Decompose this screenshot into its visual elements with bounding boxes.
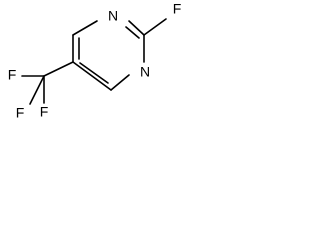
bond-n1-c2 bbox=[128, 20, 145, 36]
atom-n3-label: N bbox=[140, 64, 150, 80]
atom-f-ring-label: F bbox=[173, 1, 182, 17]
bond-c2-f bbox=[143, 18, 167, 36]
atom-f-cf3-bottom-label: F bbox=[16, 105, 25, 121]
bond-n3-c4 bbox=[110, 74, 130, 91]
bond-c4-c5 bbox=[72, 61, 112, 91]
molecule-structure: N N F F F F bbox=[8, 1, 182, 121]
atom-f-cf3-left-label: F bbox=[8, 67, 17, 83]
bond-cf3-f-bottom bbox=[29, 75, 45, 105]
atom-n1-label: N bbox=[108, 8, 118, 24]
atom-f-cf3-mid-label: F bbox=[40, 104, 49, 120]
bond-c4-c5-inner bbox=[79, 62, 109, 84]
bond-c5-cf3 bbox=[43, 61, 74, 77]
bond-n1-c2-inner bbox=[125, 26, 140, 39]
bond-c6-n1 bbox=[72, 20, 98, 36]
